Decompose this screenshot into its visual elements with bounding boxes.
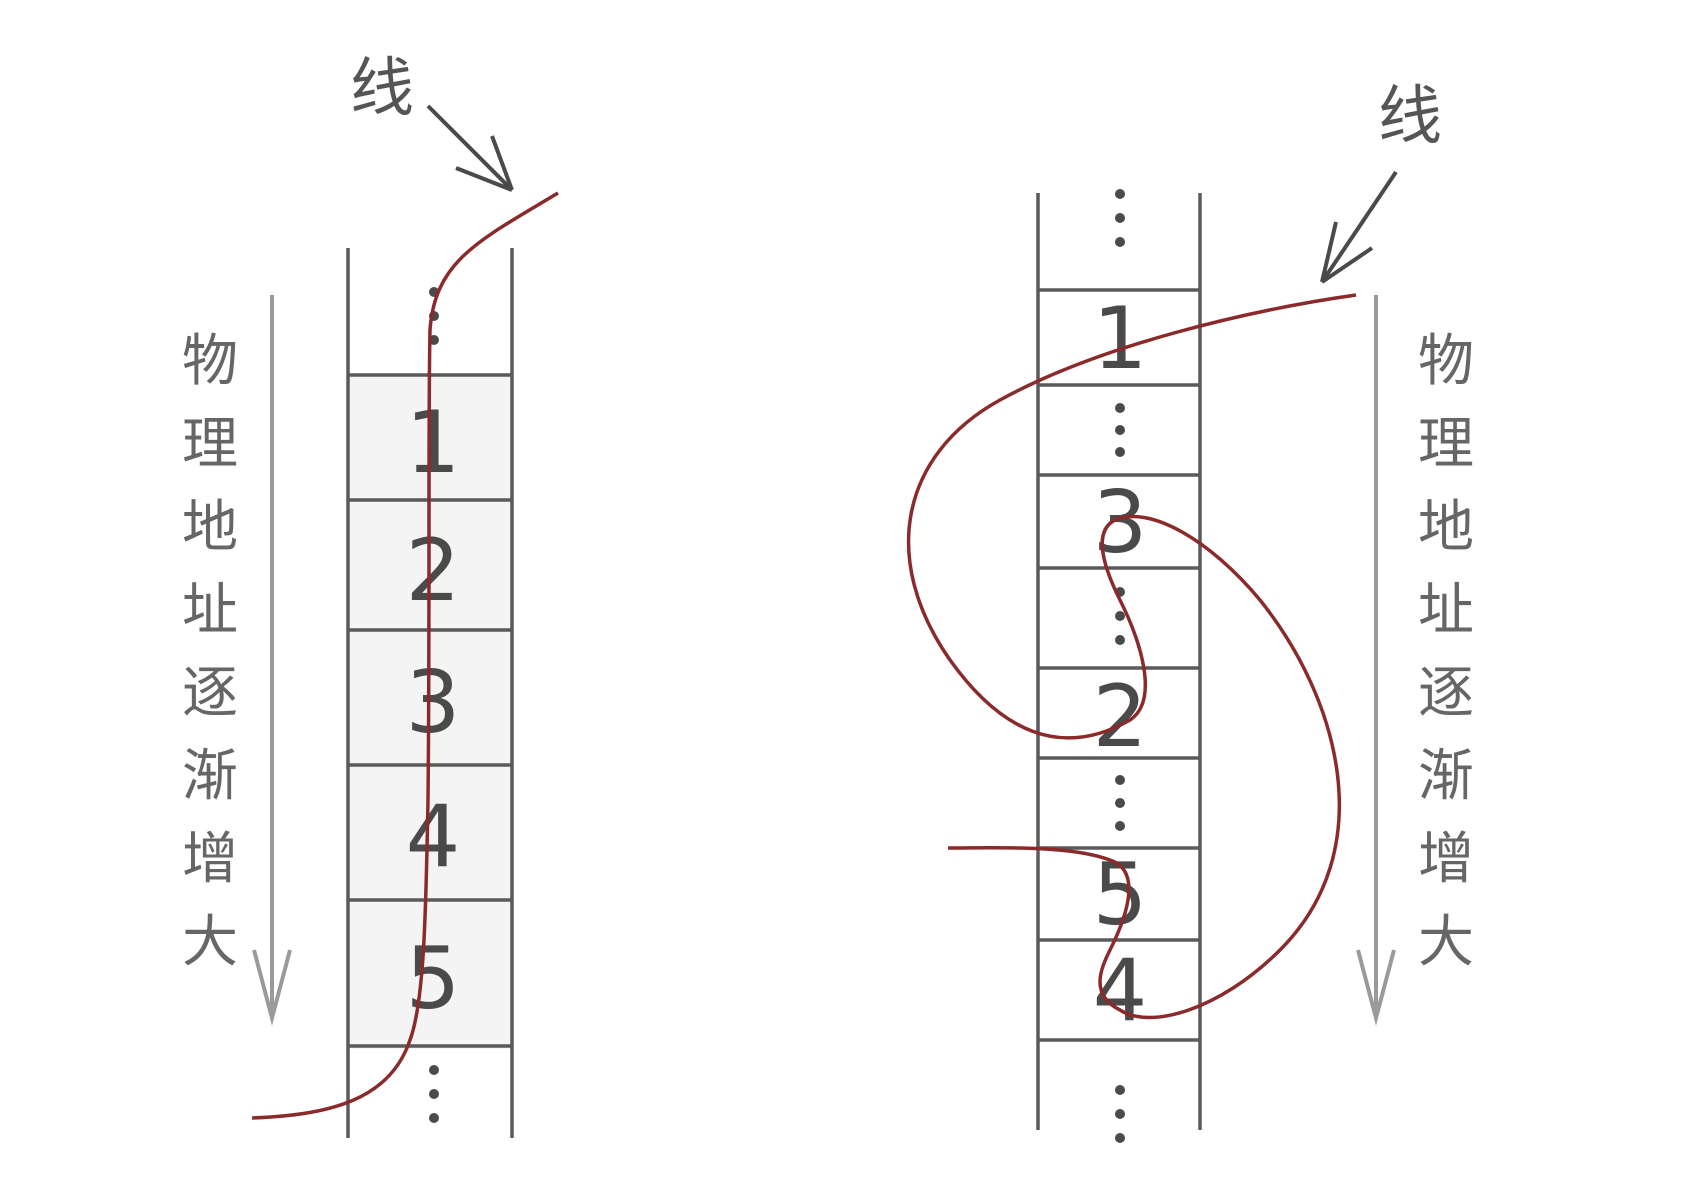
right-cell-label: 3 [1093,473,1148,573]
left-cell-bg [350,375,514,1049]
left-axis-char: 地 [182,495,238,560]
left-memory-column: 1 2 3 4 5 [346,248,514,1138]
right-gap-ellipsis [1115,775,1125,831]
right-panel: 线 物 理 地 址 逐 渐 增 大 [906,80,1474,1143]
right-axis-char: 物 [1418,329,1474,394]
right-axis-char: 理 [1418,412,1474,477]
left-thread-label: 线 [350,52,414,126]
left-panel: 线 物 理 地 址 逐 渐 增 大 [182,52,559,1138]
right-cell-label: 2 [1093,667,1148,767]
left-thread-curve [251,191,559,1120]
right-axis-arrow [1356,295,1396,1026]
left-cell-label: 3 [406,653,461,753]
right-gap-ellipsis [1115,587,1125,645]
left-axis-char: 理 [182,412,238,477]
right-thread-curve [906,293,1357,1020]
left-axis-char: 增 [182,827,238,892]
right-thread-label: 线 [1378,80,1442,154]
left-axis-label: 物 理 地 址 逐 渐 增 大 [182,329,238,975]
right-gap-ellipsis [1115,403,1125,457]
left-axis-char: 大 [182,910,238,975]
right-axis-label: 物 理 地 址 逐 渐 增 大 [1418,329,1474,975]
left-bottom-ellipsis [429,1065,439,1123]
left-cell-label: 2 [406,521,461,621]
left-cell-label: 1 [406,393,461,493]
left-cell-label: 5 [406,929,461,1029]
left-axis-char: 渐 [182,744,238,809]
right-thread-arrow [1320,170,1398,284]
right-axis-char: 增 [1418,827,1474,892]
right-memory-column: 1 3 2 5 4 [1036,189,1202,1143]
left-axis-char: 逐 [182,661,238,726]
left-cell-label: 4 [406,787,461,887]
right-axis-char: 渐 [1418,744,1474,809]
left-axis-char: 址 [182,578,238,643]
right-axis-char: 址 [1418,578,1474,643]
right-bottom-ellipsis [1115,1085,1125,1143]
left-thread-arrow [426,104,514,192]
right-axis-char: 大 [1418,910,1474,975]
left-axis-char: 物 [182,329,238,394]
right-axis-char: 地 [1418,495,1474,560]
right-cell-label: 1 [1093,289,1148,389]
right-axis-char: 逐 [1418,661,1474,726]
left-axis-arrow [252,295,292,1026]
right-top-ellipsis [1115,189,1125,247]
